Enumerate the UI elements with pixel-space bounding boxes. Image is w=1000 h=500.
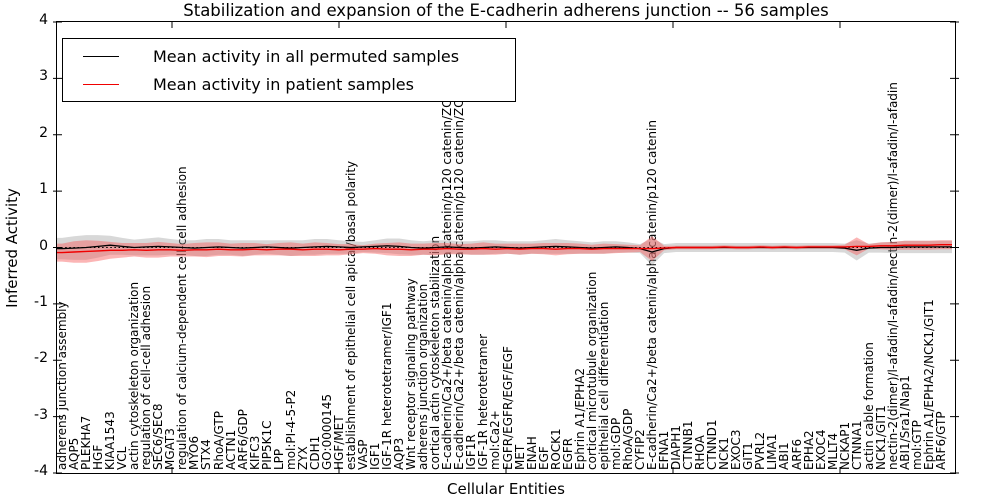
x-axis-label: Cellular Entities — [447, 480, 565, 498]
y-tick-label: -3 — [34, 406, 48, 423]
y-tick-label: 0 — [39, 237, 48, 254]
y-tick-label: 2 — [39, 124, 48, 141]
y-tick-label: 1 — [39, 181, 48, 198]
legend-line-permuted-icon — [83, 55, 119, 57]
y-tick-label: -4 — [34, 463, 48, 479]
legend-item-permuted: Mean activity in all permuted samples — [63, 41, 459, 71]
y-tick-label: 3 — [39, 68, 48, 85]
permuted-std-band — [57, 235, 952, 266]
legend: Mean activity in all permuted samples Me… — [62, 38, 516, 102]
legend-label-patient: Mean activity in patient samples — [153, 74, 414, 94]
legend-line-patient-icon — [83, 83, 119, 85]
y-tick-label: -2 — [34, 350, 48, 367]
legend-item-patient: Mean activity in patient samples — [63, 69, 414, 99]
chart-title: Stabilization and expansion of the E-cad… — [183, 1, 829, 20]
patient-mean-line — [57, 243, 952, 254]
legend-label-permuted: Mean activity in all permuted samples — [153, 46, 460, 66]
y-tick-label: -1 — [34, 293, 48, 310]
y-tick-label: 4 — [39, 12, 48, 28]
chart-canvas — [53, 21, 959, 474]
